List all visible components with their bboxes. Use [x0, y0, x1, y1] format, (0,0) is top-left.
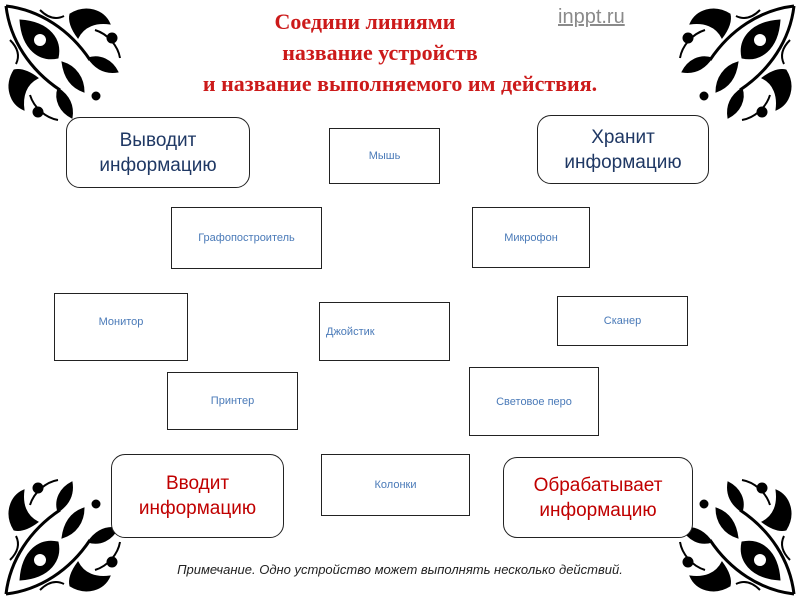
action-process-line-1: Обрабатывает — [533, 474, 663, 496]
device-plotter-box[interactable]: Графопостроитель — [171, 207, 322, 269]
floral-corner-ornament-icon — [0, 470, 130, 600]
action-store-box[interactable]: Хранит информацию — [537, 115, 709, 184]
device-joystick-label: Джойстик — [326, 325, 375, 338]
device-monitor-label: Монитор — [98, 316, 144, 328]
floral-corner-ornament-icon — [670, 470, 800, 600]
action-store-line-1: Хранит — [591, 126, 655, 148]
action-output-line-1: Выводит — [119, 129, 197, 151]
device-speakers-label: Колонки — [374, 479, 417, 491]
device-joystick-box[interactable]: Джойстик — [319, 302, 450, 361]
action-process-box[interactable]: Обрабатывает информацию — [503, 457, 693, 538]
device-microphone-label: Микрофон — [504, 231, 558, 244]
title-line-3: и название выполняемого им действия. — [202, 71, 598, 96]
action-input-box[interactable]: Вводит информацию — [111, 454, 284, 538]
device-mouse-label: Мышь — [368, 150, 401, 162]
footnote: Примечание. Одно устройство может выполн… — [177, 562, 623, 577]
floral-corner-ornament-icon — [670, 0, 800, 130]
device-scanner-box[interactable]: Сканер — [557, 296, 688, 346]
action-input-line-1: Вводит — [165, 473, 230, 494]
device-light-pen-box[interactable]: Световое перо — [469, 367, 599, 436]
page-title: Соедини линиями название устройств и наз… — [150, 6, 650, 99]
action-store-line-2: информацию — [564, 151, 682, 173]
action-output-box[interactable]: Выводит информацию — [66, 117, 250, 188]
device-printer-box[interactable]: Принтер — [167, 372, 298, 430]
title-line-1: Соедини линиями — [274, 9, 456, 34]
title-line-2: название устройств — [282, 40, 478, 65]
device-printer-label: Принтер — [210, 395, 255, 407]
device-light-pen-label: Световое перо — [496, 395, 572, 408]
device-scanner-label: Сканер — [603, 315, 642, 327]
device-speakers-box[interactable]: Колонки — [321, 454, 470, 516]
device-mouse-box[interactable]: Мышь — [329, 128, 440, 184]
device-monitor-box[interactable]: Монитор — [54, 293, 188, 361]
device-microphone-box[interactable]: Микрофон — [472, 207, 590, 268]
site-link[interactable]: inppt.ru — [558, 6, 625, 28]
action-input-line-2: информацию — [138, 498, 257, 519]
action-process-line-2: информацию — [539, 499, 657, 521]
action-output-line-2: информацию — [99, 154, 217, 176]
device-plotter-label: Графопостроитель — [198, 232, 295, 244]
floral-corner-ornament-icon — [0, 0, 130, 130]
